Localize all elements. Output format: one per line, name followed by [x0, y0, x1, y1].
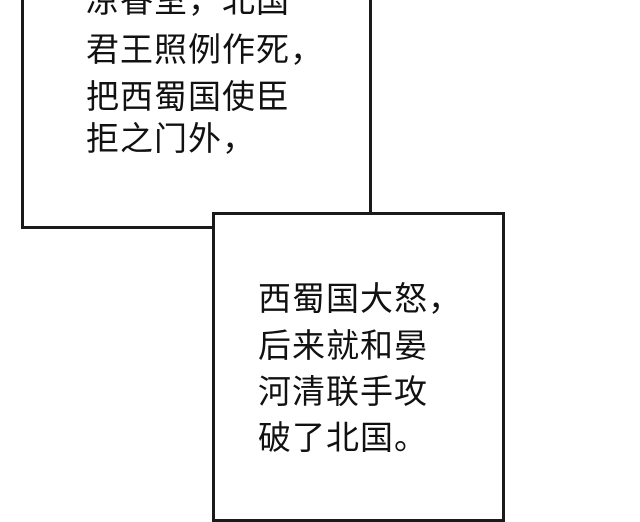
caption-line: 拒之门外， — [86, 119, 256, 158]
caption-line: 破了北国。 — [258, 418, 428, 457]
caption-line: 后来就和晏 — [258, 326, 428, 365]
caption-line: 河清联手攻 — [258, 372, 428, 411]
caption-line: 西蜀国大怒， — [258, 279, 462, 318]
caption-line: 凉眷室，北国 — [86, 0, 290, 20]
caption-box-bottom: 西蜀国大怒， 后来就和晏 河清联手攻 破了北国。 — [212, 212, 505, 522]
caption-line: 君王照例作死， — [86, 30, 324, 69]
caption-line: 把西蜀国使臣 — [86, 77, 290, 116]
caption-box-top: 凉眷室，北国 君王照例作死， 把西蜀国使臣 拒之门外， — [21, 0, 372, 229]
